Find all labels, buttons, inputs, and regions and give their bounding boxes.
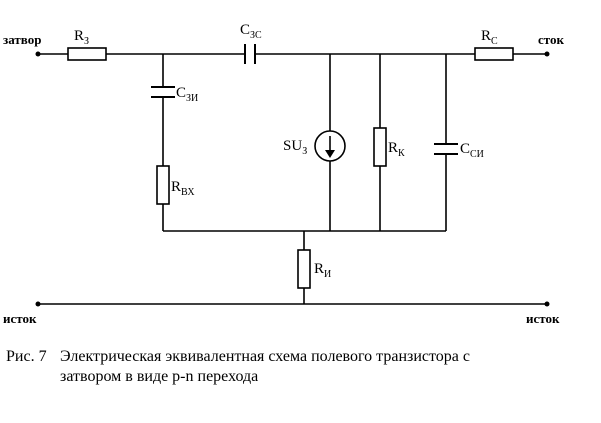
caption-text-1: Электрическая эквивалентная схема полево… xyxy=(60,348,470,365)
drain-resistor xyxy=(474,47,514,61)
drain-terminal xyxy=(544,51,550,57)
input-resistor-label: RВХ xyxy=(171,179,195,198)
channel-resistor-label: RК xyxy=(388,140,405,159)
drain-resistor-label: RС xyxy=(481,28,498,47)
current-source-label: SUЗ xyxy=(283,138,307,157)
gate-source-capacitor-label: CЗИ xyxy=(176,85,198,104)
source-terminal-left-label: исток xyxy=(3,311,37,326)
source-resistor-label: RИ xyxy=(314,261,331,280)
source-terminal-right-label: исток xyxy=(526,311,560,326)
current-source-arrow-head xyxy=(325,150,335,158)
gate-drain-capacitor-label: CЗС xyxy=(240,22,262,41)
figure-number: Рис. 7 xyxy=(6,348,47,365)
drain-source-capacitor-label: CСИ xyxy=(460,141,484,160)
channel-resistor xyxy=(373,127,387,167)
gate-resistor xyxy=(67,47,107,61)
drain-terminal-label: сток xyxy=(538,32,564,47)
gate-terminal xyxy=(35,51,41,57)
source-terminal-left xyxy=(35,301,41,307)
source-terminal-right xyxy=(544,301,550,307)
source-resistor xyxy=(297,249,311,289)
input-resistor xyxy=(156,165,170,205)
gate-terminal-label: затвор xyxy=(3,32,41,47)
figure-caption: Рис. 7 Электрическая эквивалентная схема … xyxy=(6,347,596,387)
caption-line-1: Рис. 7 Электрическая эквивалентная схема … xyxy=(6,347,596,367)
caption-line-2: затвором в виде p-n перехода xyxy=(60,368,259,385)
gate-resistor-label: RЗ xyxy=(74,28,89,47)
